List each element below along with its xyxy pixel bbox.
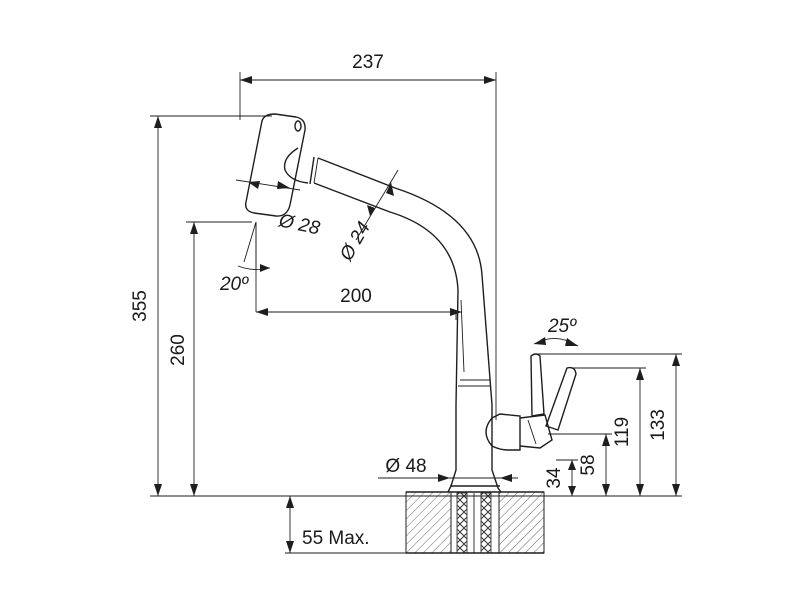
label-height-260: 260	[168, 334, 189, 366]
handle-housing	[485, 413, 521, 451]
spray-head-button	[294, 120, 302, 132]
label-head-diameter: Ø 28	[276, 210, 322, 239]
spout-outer-edge	[317, 157, 502, 493]
dimension-base-diameter: Ø 48	[378, 456, 518, 482]
countertop-right	[498, 491, 545, 554]
label-head-angle: 20º	[219, 274, 249, 295]
lever	[530, 353, 545, 417]
label-lever-133: 133	[648, 409, 669, 441]
supply-hose-left	[456, 492, 468, 554]
label-height-355: 355	[130, 290, 151, 322]
dimension-height-355: 355	[130, 116, 162, 496]
dimension-height-260: 260	[168, 222, 198, 496]
dimension-lever-58: 58	[578, 434, 610, 496]
label-lever-58: 58	[578, 454, 599, 475]
faucet-body	[244, 113, 577, 493]
label-deck-55: 55 Max.	[302, 528, 370, 549]
label-reach-200: 200	[340, 286, 372, 307]
dimension-lever-angle: 25º	[533, 316, 579, 347]
spout-inner-edge	[313, 182, 459, 493]
label-lever-angle: 25º	[547, 316, 577, 337]
dimension-deck-55: 55 Max.	[286, 496, 370, 553]
dimension-lever-34: 34	[544, 460, 576, 496]
supply-hose-right	[480, 492, 492, 554]
dimension-head-angle: 20º	[219, 221, 271, 295]
lever-tilted	[545, 366, 577, 431]
label-width-237: 237	[352, 52, 384, 73]
label-lever-34: 34	[544, 467, 565, 489]
head-neck	[283, 147, 309, 184]
handle-block	[519, 414, 553, 449]
countertop-left	[405, 491, 452, 554]
extension-lines	[150, 72, 682, 554]
label-lever-119: 119	[612, 417, 633, 447]
spray-head	[244, 113, 306, 217]
dimension-lever-133: 133	[648, 354, 680, 496]
countertop-section	[405, 491, 545, 554]
dimension-width-237: 237	[240, 52, 496, 84]
hose-ring	[309, 156, 315, 185]
dimension-hose-diameter: Ø 24	[336, 169, 399, 265]
dimension-reach-200: 200	[256, 286, 462, 316]
dimension-lever-119: 119	[612, 368, 644, 496]
label-hose-diameter: Ø 24	[336, 218, 375, 265]
label-base-diameter: Ø 48	[385, 456, 426, 477]
